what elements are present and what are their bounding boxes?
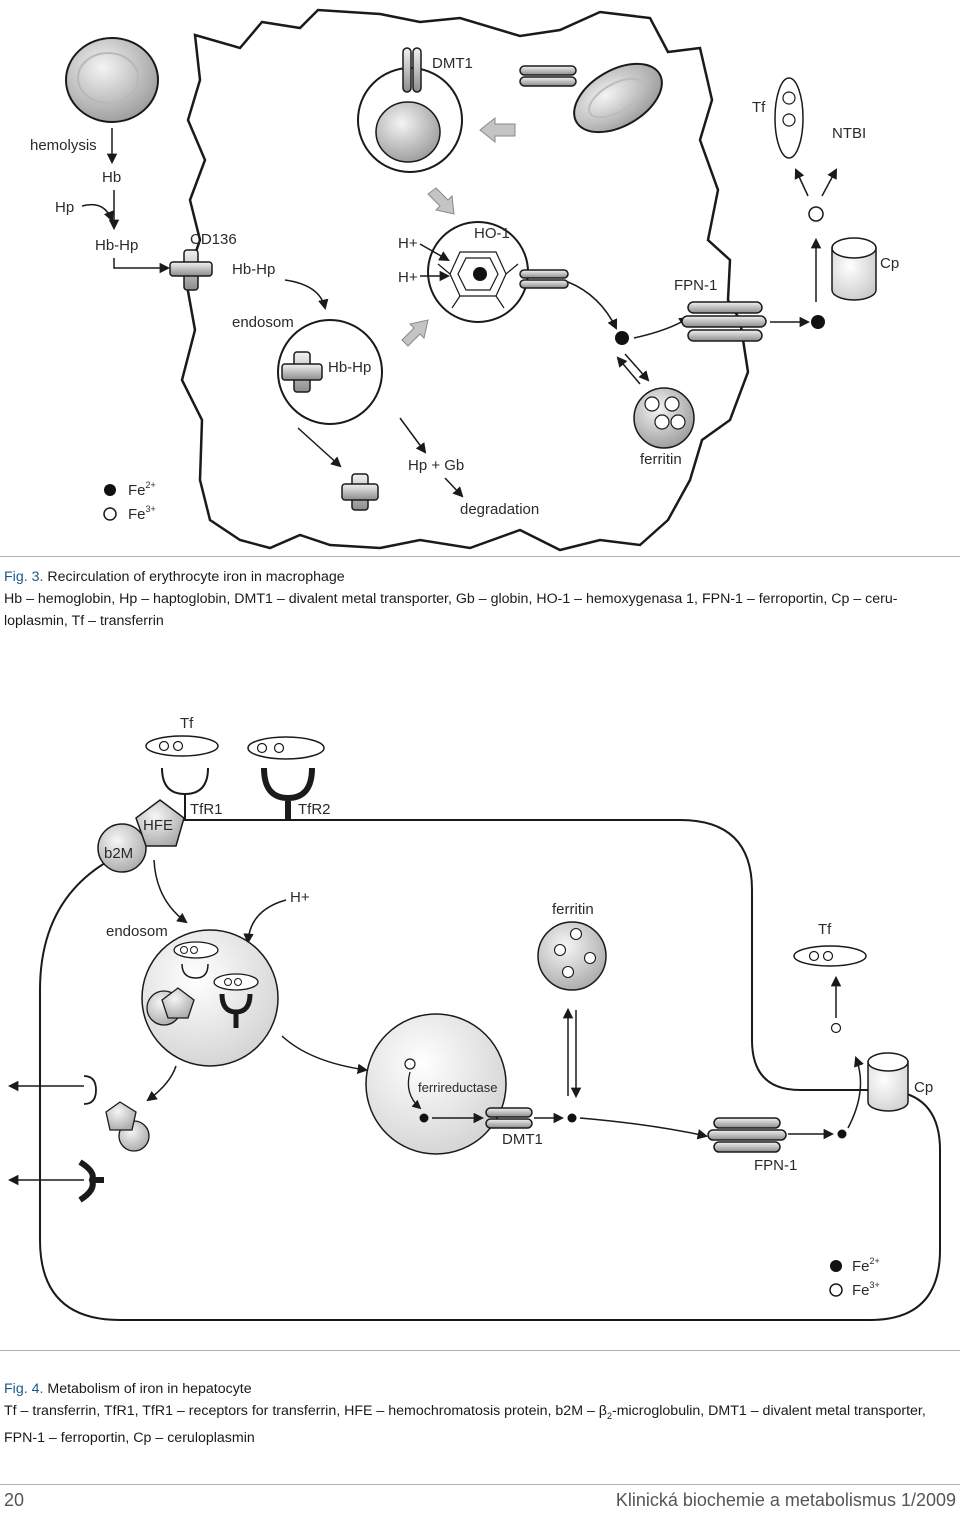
label-hb-hp-inside: Hb-Hp [232,261,275,278]
legend-fe3-fig4: Fe3+ [852,1280,880,1299]
fe2-dot-inside [615,331,629,345]
fe2-dot-outside [811,315,825,329]
caption-fig4-sub: 2 [606,1410,612,1421]
journal-name: Klinická biochemie a metabolismus 1/2009 [615,1490,956,1510]
dmt1-ho1 [519,269,569,289]
figure-4-diagram: Tf TfR1 TfR2 HFE b2M H+ endosom ferritin [7,715,941,1321]
gray-arrow-2 [427,187,455,215]
label-tfr2: TfR2 [298,801,331,818]
ferrireductase-compartment [365,1013,507,1155]
label-cp-fig3: Cp [880,255,899,272]
caption-fig3-title: Recirculation of erythrocyte iron in mac… [43,569,345,585]
label-cd136: CD136 [190,231,237,248]
recycled-receptor [341,473,379,511]
label-hb-hp-outside: Hb-Hp [95,237,138,254]
label-tf-right: Tf [818,921,832,938]
hb-hp-complex-in-endosome [281,351,323,393]
label-endosom-fig3: endosom [232,314,294,331]
label-hb-hp-endosome: Hb-Hp [328,359,371,376]
caption-fig3-label: Fig. 3. [4,569,44,585]
label-fpn1-fig3: FPN-1 [674,277,717,294]
legend-fe2-fig4: Fe2+ [852,1256,880,1275]
legend-fe3-dot-fig4 [829,1283,843,1297]
heme-iron [473,267,487,281]
caption-fig4-title: Metabolism of iron in hepatocyte [43,1381,252,1397]
gray-arrow-3 [401,319,429,347]
label-cp-fig4: Cp [914,1079,933,1096]
legend-fe2-dot-fig4 [830,1260,842,1272]
label-hplus-fig4: H+ [290,889,310,906]
caption-fig4-body-pre: Tf – transferrin, TfR1, TfR1 – receptors… [4,1403,607,1419]
label-dmt1-fig3: DMT1 [432,55,473,72]
label-ferrireductase: ferrireductase [418,1080,497,1095]
legend-fe2-fig3: Fe2+ [128,480,156,499]
label-ferritin-fig3: ferritin [640,451,682,468]
legend-fe3-fig3: Fe3+ [128,504,156,523]
fpn1-fig4 [707,1117,787,1153]
label-fpn1-fig4: FPN-1 [754,1157,797,1174]
label-tfr1: TfR1 [190,801,223,818]
ferritin-fig4 [537,921,607,991]
dmt1-fig4 [485,1107,533,1129]
label-ferritin-fig4: ferritin [552,901,594,918]
label-hplus-2: H+ [398,269,418,286]
dmt1-phagosome [402,47,422,93]
label-hb: Hb [102,169,121,186]
tfr1-receptor [161,767,209,820]
label-tf-top: Tf [180,715,194,732]
label-tf-fig3: Tf [752,99,766,116]
erythrocyte-outside [65,37,159,123]
erythrocyte-pallor [77,52,139,104]
tfr2-recycled [78,1159,104,1203]
label-hp-gb: Hp + Gb [408,457,464,474]
label-endosom-fig4: endosom [106,923,168,940]
page-footer: 20 Klinická biochemie a metabolismus 1/2… [4,1490,956,1511]
legend-fe2-dot-fig3 [104,484,116,496]
tfr2-receptor [261,767,315,820]
ceruloplasmin-fig4 [867,1052,909,1112]
rule-fig4-top [0,1350,960,1351]
label-b2m: b2M [104,845,133,862]
caption-fig4-body-post: -microglobulin, DMT1 – divalent metal tr… [4,1403,926,1446]
engulfed-erythrocyte [375,101,441,163]
label-ntbi: NTBI [832,125,866,142]
caption-fig4-label: Fig. 4. [4,1381,44,1397]
label-ho1: HO-1 [474,225,510,242]
rule-fig3-top [0,556,960,557]
endosome-fig4 [141,929,279,1067]
page-number: 20 [4,1490,25,1510]
label-hfe: HFE [143,817,173,834]
label-hp: Hp [55,199,74,216]
hepatocyte-membrane [39,819,941,1321]
b2m-protein [97,823,147,873]
caption-fig3: Fig. 3. Recirculation of erythrocyte iro… [4,566,960,632]
endosome-fig3 [277,319,383,425]
figure-3-diagram: hemolysis Hb Hp Hb-Hp CD136 Hb-Hp endoso… [30,8,899,552]
rule-footer [0,1484,960,1485]
label-hemolysis: hemolysis [30,137,97,154]
transferrin-top-2 [247,736,325,760]
ceruloplasmin-fig3 [831,237,877,301]
membrane-channel-top [519,65,577,87]
fe3-dot-outside [808,206,824,222]
label-hplus-1: H+ [398,235,418,252]
label-degradation: degradation [460,501,539,518]
legend-fe3-dot-fig3 [103,507,117,521]
cd136-receptor [169,249,213,291]
gray-arrow-1 [479,116,516,144]
caption-fig4: Fig. 4. Metabolism of iron in hepatocyte… [4,1378,960,1449]
fpn1-fig3 [681,301,767,342]
caption-fig3-body: Hb – hemoglobin, Hp – haptoglobin, DMT1 … [4,591,898,629]
hfe-protein [135,799,185,847]
erythrocyte-pallor-top [588,77,644,119]
label-dmt1-fig4: DMT1 [502,1131,543,1148]
